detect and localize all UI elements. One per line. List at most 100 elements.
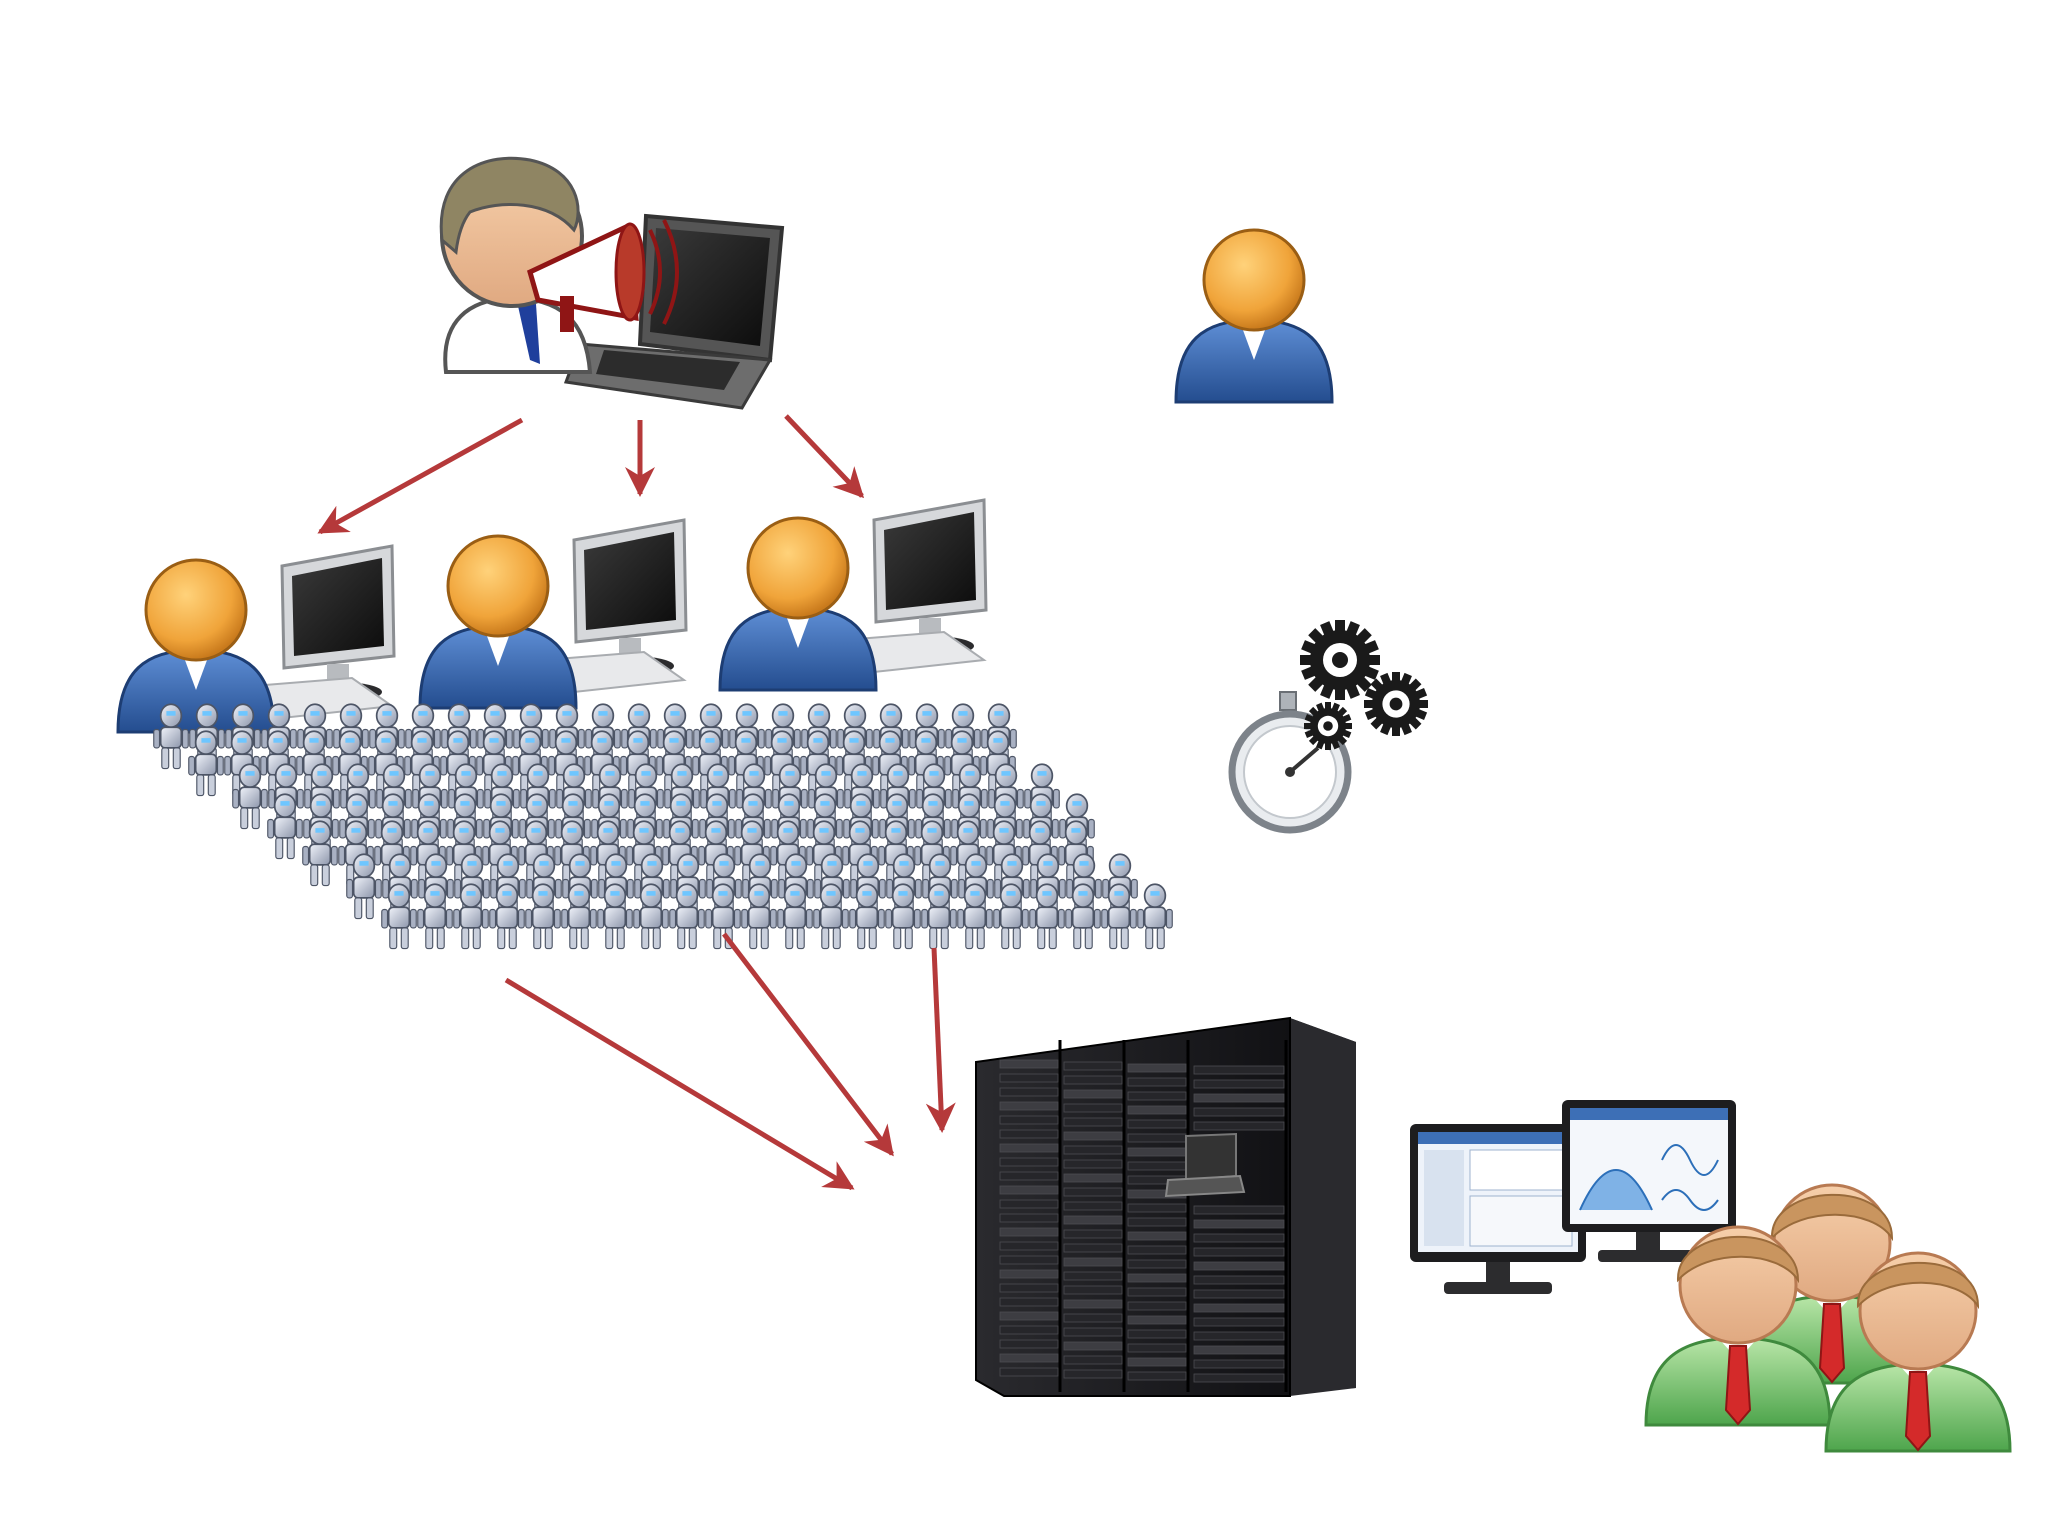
rack-unit xyxy=(1000,1116,1058,1124)
rack-unit xyxy=(1064,1342,1122,1350)
arrow-crowd-to-servers-1 xyxy=(506,980,852,1188)
arrow-crowd-to-servers-3 xyxy=(934,948,942,1130)
rack-unit xyxy=(1000,1186,1058,1194)
operator-2-icon xyxy=(420,520,686,708)
rack-unit xyxy=(1000,1060,1058,1068)
rack-unit xyxy=(1000,1144,1058,1152)
rack-unit xyxy=(1194,1094,1284,1102)
rack-unit xyxy=(1064,1356,1122,1364)
rack-unit xyxy=(1128,1288,1186,1296)
rack-unit xyxy=(1128,1148,1186,1156)
rack-unit xyxy=(1064,1118,1122,1126)
robot-icon xyxy=(1138,884,1173,948)
rack-unit xyxy=(1000,1214,1058,1222)
rack-unit xyxy=(1000,1242,1058,1250)
gear-icon xyxy=(1304,702,1352,750)
rack-unit xyxy=(1194,1262,1284,1270)
rack-unit xyxy=(1128,1162,1186,1170)
rack-unit xyxy=(1128,1204,1186,1212)
analyst-monitor-icon xyxy=(1410,1124,1586,1294)
rack-unit xyxy=(1000,1088,1058,1096)
rack-unit xyxy=(1194,1318,1284,1326)
rack-unit xyxy=(1194,1206,1284,1214)
crowd-arrows xyxy=(506,934,942,1188)
gear-icon xyxy=(1364,672,1428,736)
rack-unit xyxy=(1064,1244,1122,1252)
rack-unit xyxy=(1194,1234,1284,1242)
rack-unit xyxy=(1128,1120,1186,1128)
rack-unit xyxy=(1194,1066,1284,1074)
operator-3-icon xyxy=(720,500,986,690)
rack-unit xyxy=(1064,1104,1122,1112)
rack-unit xyxy=(1000,1102,1058,1110)
rack-unit xyxy=(1194,1108,1284,1116)
rack-unit xyxy=(1064,1314,1122,1322)
rack-unit xyxy=(1128,1358,1186,1366)
rack-unit xyxy=(1064,1160,1122,1168)
rack-unit xyxy=(1128,1078,1186,1086)
rack-unit xyxy=(1000,1284,1058,1292)
rack-unit xyxy=(1194,1360,1284,1368)
rack-unit xyxy=(1000,1354,1058,1362)
rack-unit xyxy=(1000,1298,1058,1306)
lone-user-icon xyxy=(1176,230,1332,402)
rack-unit xyxy=(1128,1260,1186,1268)
rack-unit xyxy=(1000,1326,1058,1334)
rack-unit xyxy=(1128,1372,1186,1380)
arrow-crowd-to-servers-2 xyxy=(724,934,892,1154)
server-rack-icon xyxy=(976,1018,1356,1396)
rack-unit xyxy=(1000,1200,1058,1208)
announcer-arrows xyxy=(320,416,862,532)
rack-unit xyxy=(1000,1340,1058,1348)
rack-unit xyxy=(1128,1316,1186,1324)
rack-unit xyxy=(1064,1230,1122,1238)
rack-unit xyxy=(1064,1202,1122,1210)
rack-unit xyxy=(1128,1302,1186,1310)
rack-unit xyxy=(1128,1134,1186,1142)
rack-unit xyxy=(1064,1132,1122,1140)
rack-unit xyxy=(1064,1300,1122,1308)
rack-unit xyxy=(1128,1330,1186,1338)
arrow-announcer-to-operator-1 xyxy=(320,420,522,532)
rack-unit xyxy=(1064,1286,1122,1294)
rack-unit xyxy=(1000,1074,1058,1082)
robot-crowd-icon xyxy=(154,704,1173,948)
rack-unit xyxy=(1128,1274,1186,1282)
rack-unit xyxy=(1000,1368,1058,1376)
rack-unit xyxy=(1064,1076,1122,1084)
rack-unit xyxy=(1194,1220,1284,1228)
rack-unit xyxy=(1064,1090,1122,1098)
rack-unit xyxy=(1194,1290,1284,1298)
rack-unit xyxy=(1064,1146,1122,1154)
rack-unit xyxy=(1064,1174,1122,1182)
rack-unit xyxy=(1064,1272,1122,1280)
announcer-with-megaphone-and-laptop-icon xyxy=(441,158,782,408)
rack-unit xyxy=(1000,1158,1058,1166)
rack-unit xyxy=(1000,1228,1058,1236)
rack-unit xyxy=(1000,1312,1058,1320)
rack-unit xyxy=(1128,1232,1186,1240)
rack-unit xyxy=(1128,1344,1186,1352)
rack-unit xyxy=(1000,1130,1058,1138)
gear-icon xyxy=(1300,620,1380,700)
rack-unit xyxy=(1128,1218,1186,1226)
rack-unit xyxy=(1064,1188,1122,1196)
rack-unit xyxy=(1194,1080,1284,1088)
rack-unit xyxy=(1194,1332,1284,1340)
stopwatch-gears-icon xyxy=(1232,620,1428,830)
rack-unit xyxy=(1064,1370,1122,1378)
rack-unit xyxy=(1128,1064,1186,1072)
rack-unit xyxy=(1194,1276,1284,1284)
rack-unit xyxy=(1064,1216,1122,1224)
rack-unit xyxy=(1128,1246,1186,1254)
rack-unit xyxy=(1064,1062,1122,1070)
rack-unit xyxy=(1194,1374,1284,1382)
rack-unit xyxy=(1064,1258,1122,1266)
analyst-team-with-monitors-icon xyxy=(1410,1100,2010,1451)
rack-unit xyxy=(1194,1122,1284,1130)
rack-unit xyxy=(1194,1248,1284,1256)
rack-unit xyxy=(1000,1172,1058,1180)
rack-unit xyxy=(1064,1328,1122,1336)
